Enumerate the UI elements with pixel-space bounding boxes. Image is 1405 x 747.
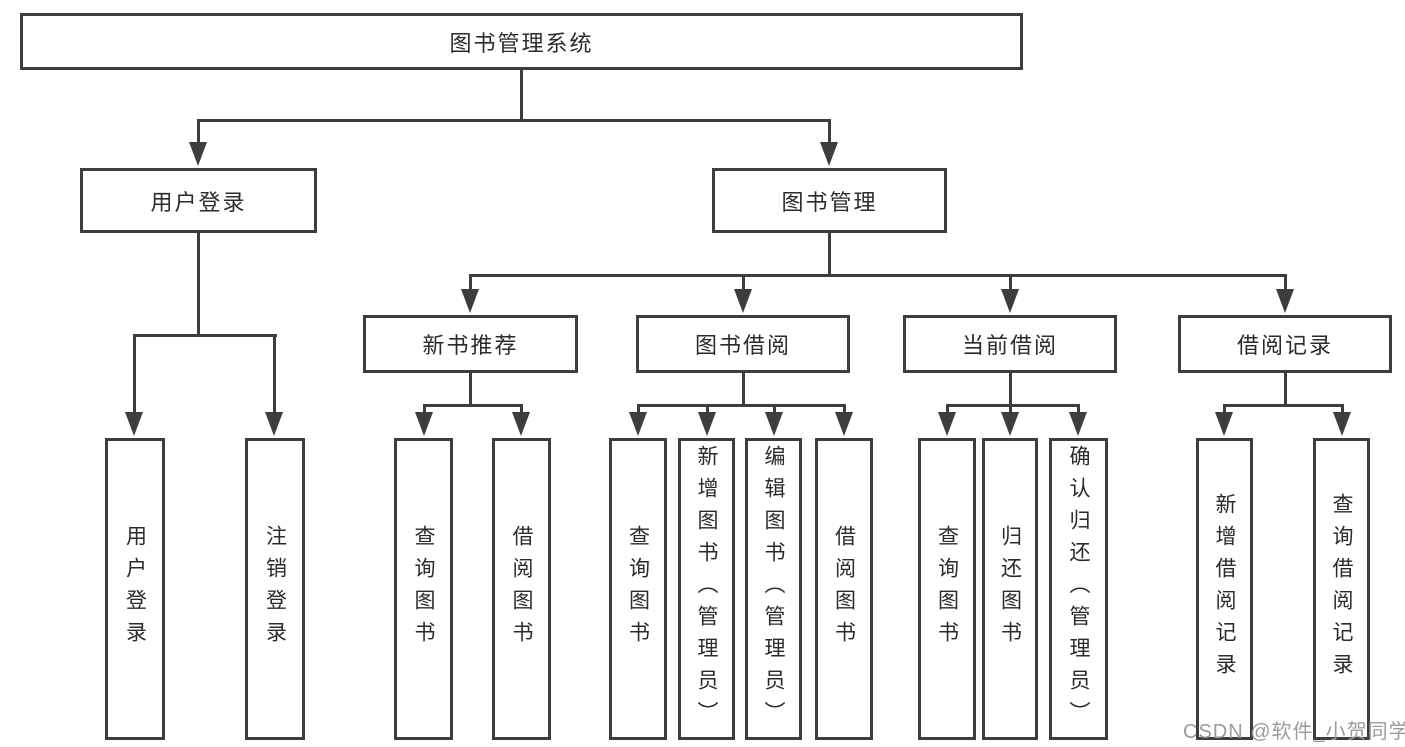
leaf-label: 归还图书	[998, 525, 1022, 653]
node-user-login: 用户登录	[80, 168, 317, 233]
arrowhead-icon	[1333, 412, 1351, 436]
arrowhead-icon	[461, 289, 479, 313]
arrowhead-icon	[189, 142, 207, 166]
leaf-label: 借阅图书	[510, 525, 533, 653]
leaf-query-borrow-record: 查询借阅记录	[1313, 438, 1370, 740]
arrowhead-icon	[1276, 289, 1294, 313]
arrowhead-icon	[1215, 412, 1233, 436]
connector-line	[469, 373, 472, 406]
leaf-add-book-admin: 新增图书（管理员）	[678, 438, 735, 740]
connector-line	[828, 119, 831, 145]
leaf-user-login: 用户登录	[105, 438, 165, 740]
arrowhead-icon	[629, 412, 647, 436]
node-label: 借阅记录	[1236, 333, 1333, 358]
leaf-label: 查询图书	[626, 525, 650, 653]
arrowhead-icon	[415, 412, 433, 436]
arrowhead-icon	[1069, 412, 1087, 436]
connector-line	[197, 119, 831, 122]
node-borrowing-records: 借阅记录	[1178, 315, 1392, 373]
connector-line	[773, 404, 776, 414]
arrowhead-icon	[698, 412, 716, 436]
node-label: 图书管理系统	[449, 30, 594, 56]
leaf-label: 借阅图书	[832, 525, 856, 653]
connector-line	[197, 233, 200, 336]
leaf-label: 新增图书（管理员）	[695, 445, 718, 733]
leaf-logout: 注销登录	[245, 438, 305, 740]
connector-line	[706, 404, 709, 414]
leaf-query-books-current: 查询图书	[918, 438, 976, 740]
connector-line	[520, 70, 523, 121]
connector-line	[273, 334, 276, 414]
connector-line	[1223, 404, 1344, 407]
node-current-borrowing: 当前借阅	[903, 315, 1117, 373]
leaf-label: 编辑图书（管理员）	[762, 445, 785, 733]
csdn-watermark: CSDN @软件_小贺同学	[1183, 721, 1405, 743]
arrowhead-icon	[1001, 289, 1019, 313]
connector-line	[1284, 373, 1287, 406]
connector-line	[520, 404, 523, 414]
connector-line	[423, 404, 523, 407]
connector-line	[742, 274, 745, 290]
leaf-label: 新增借阅记录	[1213, 493, 1236, 685]
node-label: 图书管理	[781, 189, 878, 215]
connector-line	[828, 233, 831, 276]
arrowhead-icon	[512, 412, 530, 436]
node-book-borrowing: 图书借阅	[636, 315, 850, 373]
arrowhead-icon	[835, 412, 853, 436]
connector-line	[1341, 404, 1344, 414]
connector-line	[637, 404, 640, 414]
connector-line	[469, 274, 472, 290]
connector-line	[742, 373, 745, 406]
connector-line	[946, 404, 949, 414]
node-label: 新书推荐	[422, 333, 519, 358]
arrowhead-icon	[765, 412, 783, 436]
node-new-book-recommend: 新书推荐	[363, 315, 578, 373]
leaf-label: 查询图书	[412, 525, 435, 653]
connector-line	[843, 404, 846, 414]
arrowhead-icon	[1001, 412, 1019, 436]
connector-line	[1284, 274, 1287, 290]
leaf-label: 确认归还（管理员）	[1067, 445, 1090, 733]
connector-line	[197, 119, 200, 145]
leaf-return-book: 归还图书	[982, 438, 1038, 740]
node-book-management: 图书管理	[712, 168, 947, 233]
leaf-label: 注销登录	[263, 525, 287, 653]
connector-line	[637, 404, 845, 407]
arrowhead-icon	[938, 412, 956, 436]
connector-line	[1009, 404, 1012, 414]
leaf-label: 用户登录	[123, 525, 147, 653]
connector-line	[133, 334, 136, 414]
leaf-borrow-books-recommend: 借阅图书	[492, 438, 551, 740]
leaf-label: 查询图书	[935, 525, 959, 653]
connector-line	[946, 404, 1080, 407]
connector-line	[469, 274, 1287, 277]
leaf-borrow-books: 借阅图书	[815, 438, 873, 740]
connector-line	[1009, 373, 1012, 406]
connector-line	[1223, 404, 1226, 414]
connector-line	[1009, 274, 1012, 290]
node-label: 用户登录	[150, 189, 247, 215]
arrowhead-icon	[265, 412, 283, 436]
leaf-query-books-borrowing: 查询图书	[609, 438, 667, 740]
leaf-confirm-return-admin: 确认归还（管理员）	[1049, 438, 1108, 740]
connector-line	[1077, 404, 1080, 414]
leaf-label: 查询借阅记录	[1330, 493, 1353, 685]
connector-line	[133, 334, 277, 337]
connector-line	[423, 404, 426, 414]
arrowhead-icon	[820, 142, 838, 166]
leaf-query-books-recommend: 查询图书	[394, 438, 453, 740]
leaf-edit-book-admin: 编辑图书（管理员）	[745, 438, 802, 740]
node-root-library-management-system: 图书管理系统	[20, 13, 1023, 70]
arrowhead-icon	[734, 289, 752, 313]
arrowhead-icon	[125, 412, 143, 436]
node-label: 当前借阅	[961, 333, 1058, 358]
node-label: 图书借阅	[694, 333, 791, 358]
leaf-add-borrow-record: 新增借阅记录	[1196, 438, 1253, 740]
